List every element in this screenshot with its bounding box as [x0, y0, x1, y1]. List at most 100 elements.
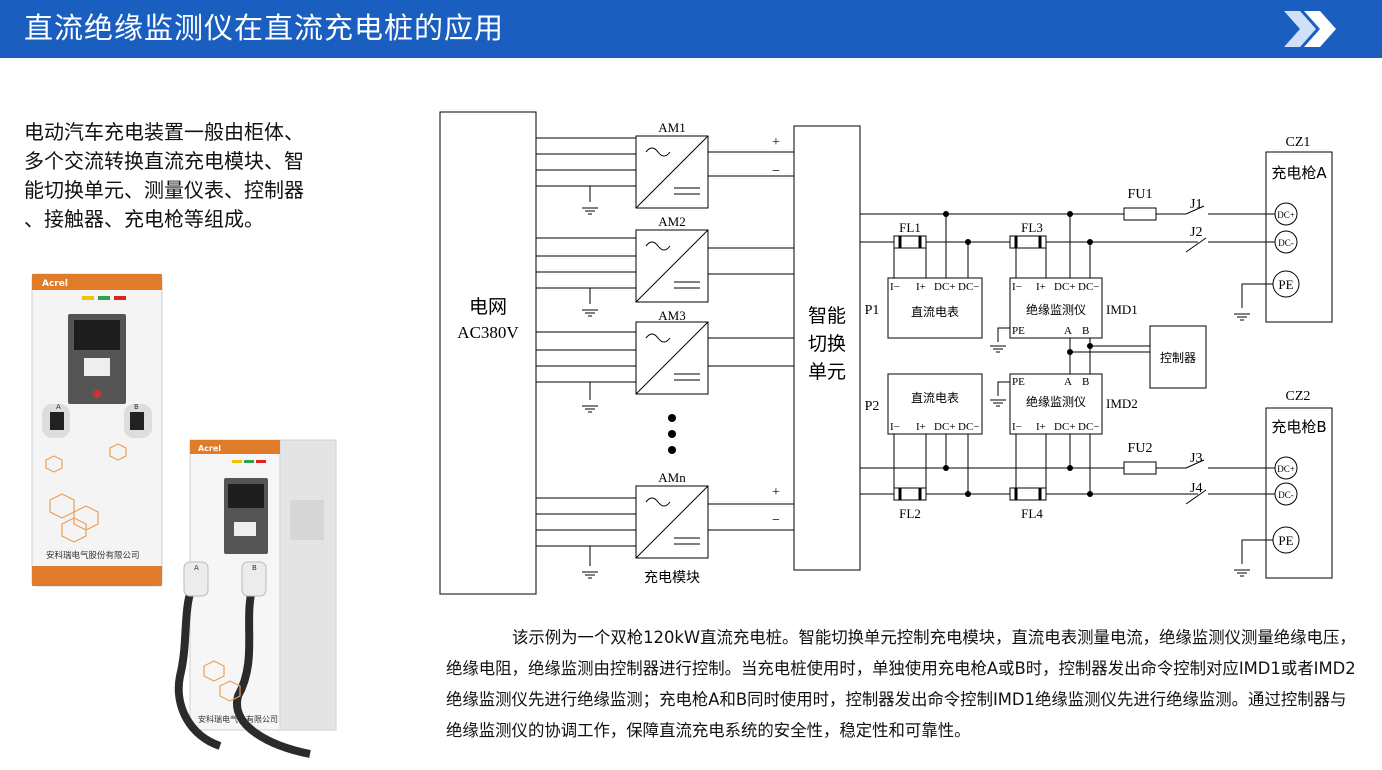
- svg-text:DC−: DC−: [958, 281, 979, 293]
- gun-label-a-2: A: [194, 564, 199, 572]
- intro-text: 电动汽车充电装置一般由柜体、 多个交流转换直流充电模块、智 能切换单元、测量仪表…: [24, 120, 304, 231]
- svg-text:DC-: DC-: [1278, 238, 1294, 248]
- svg-text:A: A: [1064, 325, 1072, 337]
- ellipsis-dots: [668, 414, 676, 454]
- dc-meter-p2: P2 直流电表 I− I+ DC+DC−: [865, 373, 983, 494]
- module-am1: AM1: [536, 120, 794, 215]
- svg-text:IMD1: IMD1: [1106, 302, 1138, 317]
- gun-label-a: A: [56, 403, 61, 411]
- module-amn: AMn: [536, 470, 794, 579]
- grid-voltage-label: AC380V: [457, 323, 519, 342]
- svg-text:直流电表: 直流电表: [911, 305, 959, 319]
- contact-j4: J4: [1190, 481, 1202, 496]
- svg-text:DC−: DC−: [1078, 281, 1099, 293]
- svg-text:FL3: FL3: [1021, 220, 1043, 235]
- switch-unit-label-3: 单元: [808, 361, 846, 383]
- svg-text:充电枪A: 充电枪A: [1271, 164, 1327, 182]
- minus-label-1: −: [772, 164, 780, 179]
- plus-label-2: +: [772, 485, 780, 500]
- svg-text:DC+: DC+: [934, 281, 955, 293]
- contact-j2: J2: [1190, 225, 1202, 240]
- svg-text:DC+: DC+: [1054, 421, 1075, 433]
- svg-text:I+: I+: [1036, 281, 1046, 293]
- charger-cabinet-image-1: Acrel A B 安科瑞电气股份有限公司: [31, 273, 163, 587]
- svg-text:PE: PE: [1012, 325, 1025, 337]
- svg-text:CZ1: CZ1: [1286, 135, 1311, 150]
- contact-j1: J1: [1190, 197, 1202, 212]
- grid-box: [439, 111, 537, 595]
- svg-text:I−: I−: [1012, 421, 1022, 433]
- filter-fl3: FL3: [1009, 220, 1047, 249]
- gun-label-b-2: B: [252, 564, 257, 572]
- svg-text:I+: I+: [1036, 421, 1046, 433]
- svg-text:AMn: AMn: [658, 470, 686, 485]
- svg-text:A: A: [1064, 376, 1072, 388]
- company-name: 安科瑞电气股份有限公司: [46, 550, 140, 561]
- switch-unit-box: [793, 125, 861, 571]
- title-bar: 直流绝缘监测仪在直流充电桩的应用: [0, 0, 1382, 58]
- svg-text:DC−: DC−: [958, 421, 979, 433]
- svg-text:AM2: AM2: [658, 214, 685, 229]
- svg-text:PE: PE: [1278, 533, 1293, 548]
- svg-text:B: B: [1082, 325, 1089, 337]
- svg-text:DC+: DC+: [1277, 210, 1295, 220]
- switch-unit-label-1: 智能: [808, 305, 846, 327]
- brand-logo-2: Acrel: [198, 444, 221, 453]
- svg-text:直流电表: 直流电表: [911, 391, 959, 405]
- svg-text:B: B: [1082, 376, 1089, 388]
- connector-cz2: CZ2 充电枪B DC+ DC- PE: [1233, 389, 1333, 579]
- filter-fl1: FL1: [893, 220, 927, 249]
- svg-text:FL4: FL4: [1021, 506, 1043, 521]
- page-title: 直流绝缘监测仪在直流充电桩的应用: [24, 11, 505, 45]
- svg-text:I−: I−: [890, 421, 900, 433]
- svg-text:绝缘监测仪: 绝缘监测仪: [1026, 394, 1086, 409]
- svg-text:I−: I−: [1012, 281, 1022, 293]
- fuse-fu1: FU1: [1128, 187, 1153, 202]
- gun-label-b: B: [134, 403, 139, 411]
- svg-text:FL1: FL1: [899, 220, 921, 235]
- svg-text:PE: PE: [1278, 277, 1293, 292]
- module-caption: 充电模块: [644, 570, 700, 586]
- svg-text:DC−: DC−: [1078, 421, 1099, 433]
- connector-cz1: CZ1 充电枪A DC+ DC- PE: [1233, 135, 1333, 323]
- description-paragraph: 该示例为一个双枪120kW直流充电桩。智能切换单元控制充电模块，直流电表测量电流…: [446, 622, 1356, 746]
- grid-label: 电网: [469, 296, 507, 318]
- svg-text:DC+: DC+: [934, 421, 955, 433]
- svg-text:AM3: AM3: [658, 308, 685, 323]
- minus-label-2: −: [772, 513, 780, 528]
- svg-text:I+: I+: [916, 281, 926, 293]
- svg-text:I+: I+: [916, 421, 926, 433]
- switch-unit-label-2: 切换: [808, 333, 846, 355]
- svg-text:I−: I−: [890, 281, 900, 293]
- company-name-2: 安科瑞电气…有限公司: [198, 714, 278, 724]
- filter-fl4: FL4: [1009, 487, 1047, 521]
- svg-text:IMD2: IMD2: [1106, 396, 1138, 411]
- svg-text:CZ2: CZ2: [1286, 389, 1311, 404]
- plus-label-1: +: [772, 135, 780, 150]
- svg-text:FL2: FL2: [899, 506, 921, 521]
- double-chevron-icon: [1284, 11, 1336, 47]
- svg-text:DC-: DC-: [1278, 490, 1294, 500]
- svg-text:AM1: AM1: [658, 120, 685, 135]
- contact-j3: J3: [1190, 451, 1202, 466]
- charging-system-diagram: 电网 AC380V AM1 AM2 AM3: [439, 111, 1333, 595]
- svg-text:绝缘监测仪: 绝缘监测仪: [1026, 302, 1086, 317]
- module-am3: AM3: [536, 308, 794, 413]
- svg-text:DC+: DC+: [1277, 464, 1295, 474]
- svg-text:DC+: DC+: [1054, 281, 1075, 293]
- module-am2: AM2: [536, 214, 794, 317]
- controller-box: 控制器: [1069, 325, 1207, 389]
- description-text: 该示例为一个双枪120kW直流充电桩。智能切换单元控制充电模块，直流电表测量电流…: [446, 628, 1356, 740]
- svg-text:P1: P1: [865, 303, 880, 318]
- fuse-fu2: FU2: [1128, 441, 1153, 456]
- brand-logo: Acrel: [42, 279, 68, 289]
- svg-text:控制器: 控制器: [1160, 351, 1196, 365]
- svg-text:充电枪B: 充电枪B: [1271, 418, 1326, 436]
- svg-text:P2: P2: [865, 399, 880, 414]
- dc-meter-p1: P1 直流电表 I− I+ DC+DC−: [865, 214, 983, 339]
- filter-fl2: FL2: [893, 487, 927, 521]
- svg-text:PE: PE: [1012, 376, 1025, 388]
- charger-cabinet-image-2: Acrel A B 安科瑞电气…有限公司: [174, 439, 337, 758]
